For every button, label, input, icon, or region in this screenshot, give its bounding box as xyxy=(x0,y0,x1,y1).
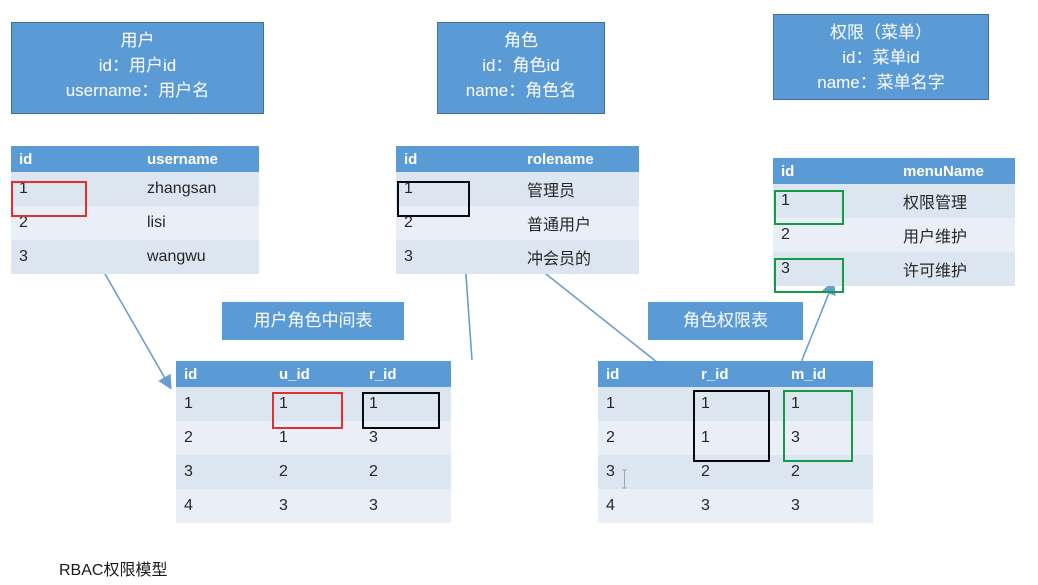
cell-r-id: 2 xyxy=(693,455,783,489)
cell-username: wangwu xyxy=(139,240,259,274)
table-row: 4 3 3 xyxy=(176,489,451,523)
column-header: u_id xyxy=(271,361,361,387)
cell-r-id: 1 xyxy=(361,387,451,421)
cell-id: 2 xyxy=(11,206,139,240)
column-header: username xyxy=(139,146,259,172)
table-row: 2 1 3 xyxy=(598,421,873,455)
cell-id: 1 xyxy=(11,172,139,206)
page-title: RBAC权限模型 xyxy=(59,562,168,579)
entity-box-permission: 权限（菜单） id：菜单id name：菜单名字 xyxy=(773,14,989,100)
table-row: 2 用户维护 xyxy=(773,218,1015,252)
arrow-rolepermission-to-menu xyxy=(799,280,836,366)
cell-rolename: 普通用户 xyxy=(519,206,639,240)
entity-box-user: 用户 id：用户id username：用户名 xyxy=(11,22,264,114)
cell-r-id: 2 xyxy=(361,455,451,489)
cell-id: 2 xyxy=(773,218,895,252)
table-row: 3 2 2 xyxy=(598,455,873,489)
column-header: r_id xyxy=(693,361,783,387)
cell-m-id: 1 xyxy=(783,387,873,421)
cell-u-id: 1 xyxy=(271,387,361,421)
cell-menuname: 许可维护 xyxy=(895,252,1015,286)
role-permission-table: id r_id m_id 1 1 1 2 1 3 3 2 2 4 xyxy=(598,361,873,523)
column-header: id xyxy=(11,146,139,172)
cell-id: 3 xyxy=(598,455,693,489)
cell-id: 1 xyxy=(598,387,693,421)
cell-u-id: 3 xyxy=(271,489,361,523)
cell-r-id: 1 xyxy=(693,421,783,455)
cell-id: 4 xyxy=(176,489,271,523)
column-header: id xyxy=(176,361,271,387)
cell-r-id: 1 xyxy=(693,387,783,421)
table-header-row: id rolename xyxy=(396,146,639,172)
column-header: r_id xyxy=(361,361,451,387)
role-table: id rolename 1 管理员 2 普通用户 3 冲会员的 xyxy=(396,146,639,274)
table-row: 2 lisi xyxy=(11,206,259,240)
cell-menuname: 权限管理 xyxy=(895,184,1015,218)
table-row: 2 普通用户 xyxy=(396,206,639,240)
table-row: 3 冲会员的 xyxy=(396,240,639,274)
caption-role-permission-table: 角色权限表 xyxy=(648,302,803,340)
column-header: id xyxy=(773,158,895,184)
cell-id: 1 xyxy=(773,184,895,218)
column-header: rolename xyxy=(519,146,639,172)
cell-id: 2 xyxy=(396,206,519,240)
cell-id: 4 xyxy=(598,489,693,523)
cell-rolename: 管理员 xyxy=(519,172,639,206)
cell-r-id: 3 xyxy=(693,489,783,523)
table-row: 1 管理员 xyxy=(396,172,639,206)
cell-id: 3 xyxy=(396,240,519,274)
cell-r-id: 3 xyxy=(361,421,451,455)
table-row: 3 许可维护 xyxy=(773,252,1015,286)
cell-id: 3 xyxy=(11,240,139,274)
cell-r-id: 3 xyxy=(361,489,451,523)
cell-m-id: 3 xyxy=(783,421,873,455)
cell-username: zhangsan xyxy=(139,172,259,206)
table-header-row: id r_id m_id xyxy=(598,361,873,387)
user-table: id username 1 zhangsan 2 lisi 3 wangwu xyxy=(11,146,259,274)
table-header-row: id u_id r_id xyxy=(176,361,451,387)
column-header: id xyxy=(396,146,519,172)
cell-id: 1 xyxy=(396,172,519,206)
table-row: 1 1 1 xyxy=(176,387,451,421)
cell-m-id: 3 xyxy=(783,489,873,523)
table-row: 3 wangwu xyxy=(11,240,259,274)
table-row: 3 2 2 xyxy=(176,455,451,489)
cell-id: 1 xyxy=(176,387,271,421)
cell-id: 3 xyxy=(773,252,895,286)
table-row: 1 权限管理 xyxy=(773,184,1015,218)
menu-table: id menuName 1 权限管理 2 用户维护 3 许可维护 xyxy=(773,158,1015,286)
user-role-table: id u_id r_id 1 1 1 2 1 3 3 2 2 4 xyxy=(176,361,451,523)
cell-m-id: 2 xyxy=(783,455,873,489)
column-header: menuName xyxy=(895,158,1015,184)
cell-u-id: 2 xyxy=(271,455,361,489)
cell-id: 2 xyxy=(598,421,693,455)
caption-user-role-table: 用户角色中间表 xyxy=(222,302,404,340)
column-header: id xyxy=(598,361,693,387)
table-row: 2 1 3 xyxy=(176,421,451,455)
column-header: m_id xyxy=(783,361,873,387)
table-header-row: id username xyxy=(11,146,259,172)
table-row: 1 zhangsan xyxy=(11,172,259,206)
table-row: 1 1 1 xyxy=(598,387,873,421)
cell-u-id: 1 xyxy=(271,421,361,455)
table-row: 4 3 3 xyxy=(598,489,873,523)
table-header-row: id menuName xyxy=(773,158,1015,184)
entity-box-role: 角色 id：角色id name：角色名 xyxy=(437,22,605,114)
cell-username: lisi xyxy=(139,206,259,240)
cell-rolename: 冲会员的 xyxy=(519,240,639,274)
cell-id: 2 xyxy=(176,421,271,455)
cell-id: 3 xyxy=(176,455,271,489)
cell-menuname: 用户维护 xyxy=(895,218,1015,252)
